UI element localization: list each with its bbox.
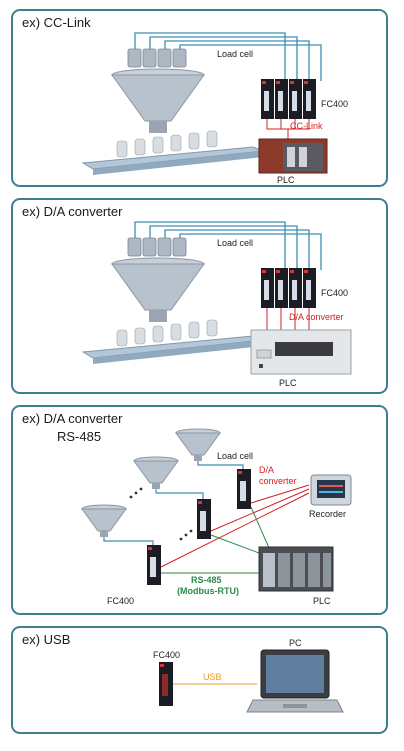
load-cell-label: Load cell xyxy=(217,49,254,59)
load-cell-cables xyxy=(134,32,322,81)
usb-diagram xyxy=(159,649,344,713)
fc400-label: FC400 xyxy=(107,596,135,606)
panel-title: ex) D/A converter xyxy=(22,411,123,426)
fc400-label: FC400 xyxy=(321,288,349,298)
plc-icon xyxy=(258,138,328,174)
da-converter-label: D/A converter xyxy=(289,312,344,322)
conveyor-icon xyxy=(81,319,264,364)
hopper-icon xyxy=(111,257,205,322)
cc-link-diagram xyxy=(81,32,328,175)
rs485-label-line2: (Modbus-RTU) xyxy=(177,586,239,596)
panel-title: ex) CC-Link xyxy=(22,15,91,30)
load-cell-label: Load cell xyxy=(217,451,254,461)
panel-title: ex) USB xyxy=(22,632,71,647)
recorder-icon xyxy=(310,474,352,506)
plc-label: PLC xyxy=(313,596,331,606)
panel-cc-link: ex) CC-Link xyxy=(11,9,388,187)
load-cell-cables xyxy=(103,461,244,547)
pc-label: PC xyxy=(289,638,302,648)
panel-subtitle: RS-485 xyxy=(57,429,102,444)
plc-label: PLC xyxy=(279,378,297,388)
pc-icon xyxy=(246,649,344,713)
ellipsis-icon xyxy=(129,487,193,541)
hopper-icon xyxy=(81,428,221,537)
panel-usb: ex) USB FC400 USB PC xyxy=(11,626,388,734)
cc-link-label: CC-Link xyxy=(290,121,323,131)
fc400-label: FC400 xyxy=(321,99,349,109)
panel-da-rs485: ex) D/A converter RS-485 xyxy=(11,405,388,615)
load-cell-cables xyxy=(134,221,322,270)
conveyor-icon xyxy=(81,130,264,175)
rs485-lines xyxy=(161,506,276,574)
load-cell-icon xyxy=(127,237,187,257)
da-converter-diagram xyxy=(81,221,352,375)
panel-da-converter: ex) D/A converter xyxy=(11,198,388,394)
load-cell-label: Load cell xyxy=(217,238,254,248)
load-cell-icon xyxy=(127,48,187,68)
fc400-icon xyxy=(159,662,173,706)
da-converter-lines xyxy=(266,308,310,330)
fc400-label: FC400 xyxy=(153,650,181,660)
recorder-label: Recorder xyxy=(309,509,347,519)
da-label-line1: D/A xyxy=(259,465,275,475)
da-label-line2: converter xyxy=(259,476,297,486)
panel-title: ex) D/A converter xyxy=(22,204,123,219)
fc400-icon xyxy=(147,469,251,585)
da-converter-lines xyxy=(160,484,310,568)
fc400-icon xyxy=(261,79,316,119)
rs485-label-line1: RS-485 xyxy=(191,575,222,585)
rs485-diagram xyxy=(81,428,352,592)
plc-label: PLC xyxy=(277,175,295,185)
usb-label: USB xyxy=(203,672,222,682)
plc-icon xyxy=(250,329,352,375)
hopper-icon xyxy=(111,68,205,133)
fc400-icon xyxy=(261,268,316,308)
plc-icon xyxy=(258,546,334,592)
